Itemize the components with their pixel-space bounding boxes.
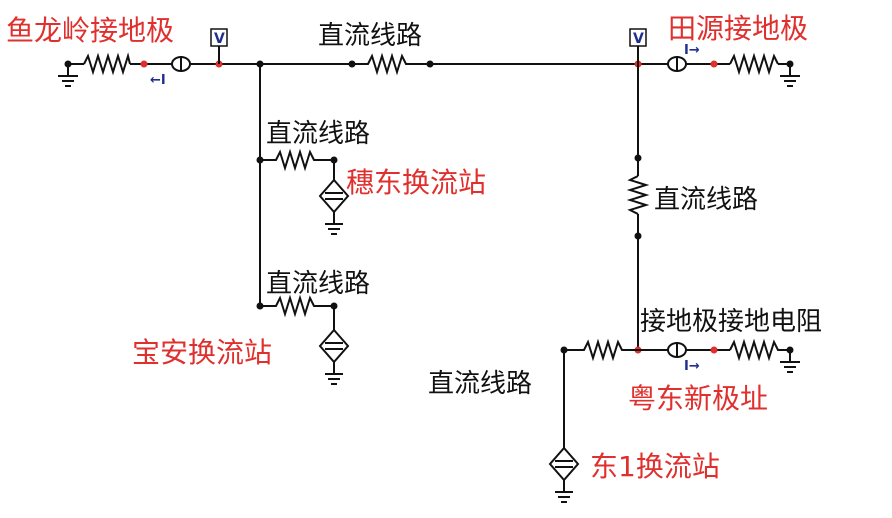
converter-source-icon [548,446,580,482]
label-tianyuan-electrode: 田源接地极 [668,12,808,45]
label-dc-line-right: 直流线路 [654,185,758,215]
voltmeter-icon: V [210,28,228,64]
node-dot [64,60,72,68]
ground-icon [325,373,343,385]
label-dc-line-dong1: 直流线路 [428,369,532,399]
current-label-right-top: I→ [684,43,700,58]
tianyuan-ground-resistor [729,52,779,76]
dc-line-suidong-resistor [260,148,334,172]
label-dong1-station: 东1换流站 [590,450,720,483]
ground-icon [325,223,343,235]
current-probe-icon [667,342,687,358]
ground-icon [555,491,573,503]
node-dot [426,60,434,68]
yulongling-ground-resistor [83,52,131,76]
voltmeter-icon: V [629,28,647,64]
current-probe-icon [667,56,687,72]
node-dot [786,60,794,68]
label-grounding-resistance: 接地极接地电阻 [640,307,822,337]
label-yuedong-site: 粤东新极址 [628,382,768,415]
node-dot-red [710,346,718,354]
label-dc-line-baoan: 直流线路 [266,269,370,299]
yuedong-ground-resistor [729,338,790,362]
label-baoan-station: 宝安换流站 [132,336,272,369]
converter-source-icon [318,328,350,364]
voltmeter-symbol: V [214,31,225,47]
node-dot-red [140,60,148,68]
node-dot [786,346,794,354]
dc-line-right-resistor [626,175,650,215]
converter-source-icon [318,178,350,214]
label-dc-line-suidong: 直流线路 [266,119,370,149]
dc-line-top-resistor [352,52,430,76]
label-suidong-station: 穗东换流站 [346,166,486,199]
current-label-right-bottom: I→ [684,359,700,374]
dc-line-dong1-resistor [564,338,638,362]
voltmeter-symbol: V [633,31,644,47]
label-yulongling-electrode: 鱼龙岭接地极 [6,14,174,47]
node-dot [634,154,642,162]
current-probe-icon [171,56,191,72]
current-label-left: ←I [150,73,166,88]
node-dot-red [710,60,718,68]
label-dc-line-top: 直流线路 [318,21,422,51]
dc-line-baoan-resistor [260,294,334,318]
node-dot [634,232,642,240]
